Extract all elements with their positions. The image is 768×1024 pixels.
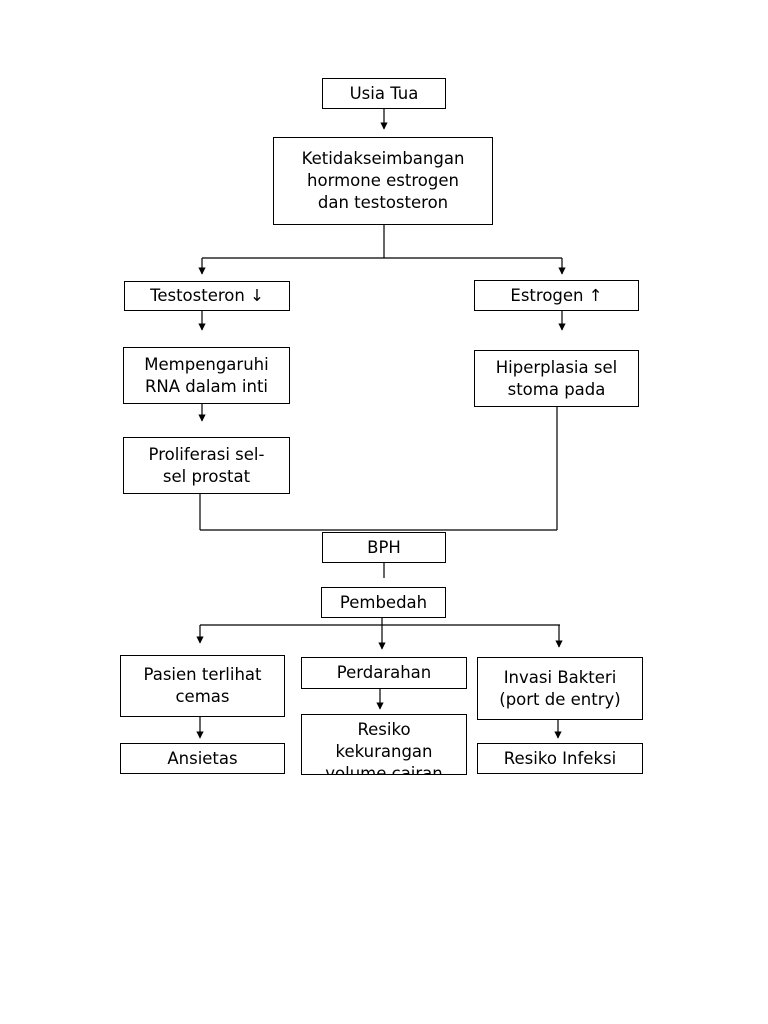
node-resiko-infeksi: Resiko Infeksi <box>477 743 643 774</box>
node-pasien: Pasien terlihat cemas <box>120 655 285 717</box>
node-estrogen: Estrogen ↑ <box>474 280 639 311</box>
node-mempengaruhi: Mempengaruhi RNA dalam inti <box>123 347 290 404</box>
node-pembedah: Pembedah <box>321 587 446 618</box>
node-resiko-kekurangan: Resiko kekurangan volume cairan <box>301 714 467 775</box>
node-perdarahan: Perdarahan <box>301 657 467 689</box>
node-usia-tua: Usia Tua <box>322 78 446 109</box>
node-testosteron: Testosteron ↓ <box>124 281 290 311</box>
node-bph: BPH <box>322 532 446 563</box>
node-hiperplasia: Hiperplasia sel stoma pada <box>474 350 639 407</box>
node-invasi: Invasi Bakteri (port de entry) <box>477 657 643 720</box>
node-ansietas: Ansietas <box>120 743 285 774</box>
node-proliferasi: Proliferasi sel- sel prostat <box>123 437 290 494</box>
node-ketidakseimbangan: Ketidakseimbangan hormone estrogen dan t… <box>273 137 493 225</box>
